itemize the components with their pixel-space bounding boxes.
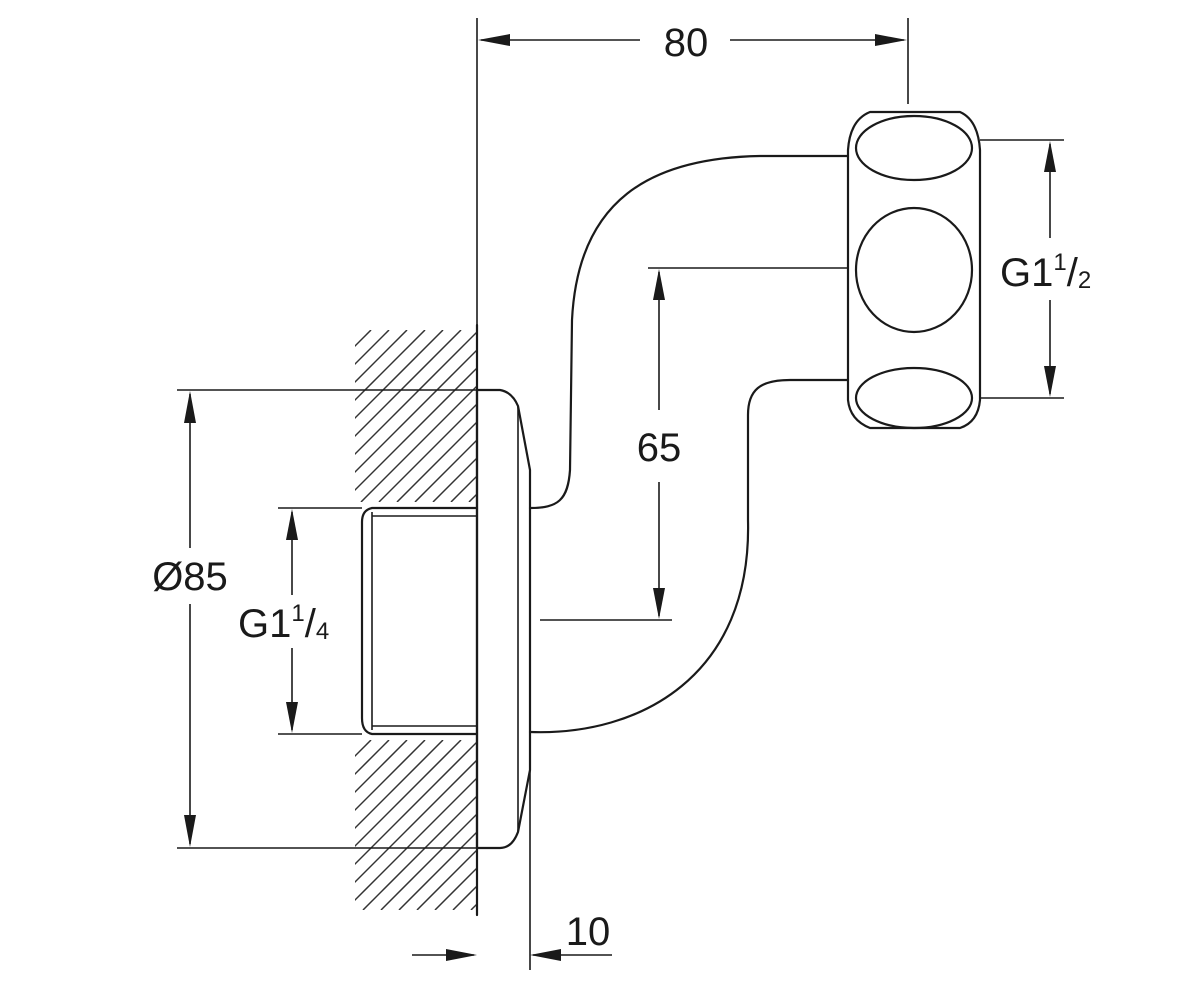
hatch-line [523, 330, 695, 502]
hatch-line [57, 740, 227, 910]
hatch-line [362, 794, 477, 910]
siphon-bend-inner [528, 378, 850, 734]
hatch-line [355, 330, 390, 366]
hatch-line [355, 330, 408, 384]
hatch-line [633, 740, 803, 910]
hatch-line [55, 330, 227, 502]
hatch-line [355, 330, 372, 348]
dimension-projection: 80 [476, 18, 909, 325]
hatch-line [355, 330, 462, 438]
dimension-rosette-diameter-label: Ø85 [152, 555, 228, 599]
hatch-line [109, 330, 281, 502]
hatch-line [525, 740, 695, 910]
hatch-line [398, 830, 477, 910]
dimension-rosette-diameter: Ø85 [152, 389, 477, 849]
hatch-line [416, 848, 477, 910]
hatch-line [355, 330, 477, 456]
hatch-line [21, 740, 191, 910]
hatch-line [0, 740, 155, 910]
hatch-line [360, 384, 477, 502]
hatch-line [489, 740, 659, 910]
hatch-line [355, 740, 477, 866]
hatch-line [631, 330, 803, 502]
siphon-bend-outer [528, 154, 850, 510]
hatch-line [355, 740, 390, 776]
dimension-outlet-thread: G11/2 [980, 139, 1091, 399]
dimension-rosette-depth: 10 [412, 770, 612, 970]
hatch-line [355, 740, 462, 848]
hatch-line [597, 740, 767, 910]
hatch-line [183, 740, 353, 910]
dimension-inlet-thread-label: G11/4 [238, 600, 329, 646]
hatch-line [73, 330, 245, 502]
hatch-line [129, 740, 299, 910]
hatch-line [0, 330, 155, 502]
hatch-line [378, 402, 477, 502]
hatch-line [651, 740, 821, 910]
hatch-line [355, 330, 444, 420]
hatch-line [468, 492, 477, 502]
hatch-line [355, 740, 444, 830]
hatch-line [91, 330, 263, 502]
hatch-line [543, 740, 713, 910]
hatch-line [19, 330, 191, 502]
hatch-line [145, 330, 317, 502]
hatch-line [3, 740, 173, 910]
hatch-line [396, 420, 477, 502]
dimension-rosette-depth-label: 10 [566, 910, 611, 954]
dimension-projection-label: 80 [664, 21, 709, 65]
hatch-line [452, 884, 477, 910]
dimension-inlet-thread: G11/4 [238, 507, 362, 735]
hatch-line [669, 740, 839, 910]
hatch-line [355, 758, 477, 884]
dimension-height-offset: 65 [540, 267, 848, 621]
hatch-line [579, 740, 749, 910]
hatch-line [147, 740, 317, 910]
hatch-line [434, 866, 477, 910]
hatch-line [649, 330, 821, 502]
union-nut-body [846, 110, 982, 430]
hatch-line [355, 366, 477, 492]
hatch-line [414, 438, 477, 502]
hatch-line [577, 330, 749, 502]
hatch-line [111, 740, 281, 910]
hatch-line [355, 776, 477, 902]
hatch-line [432, 456, 477, 502]
hatch-line [75, 740, 245, 910]
hatch-line [470, 902, 477, 910]
hatch-line [615, 740, 785, 910]
hatch-line [487, 330, 659, 502]
rosette-flange [475, 388, 532, 850]
hatch-line [559, 330, 731, 502]
union-nut-grip-middle [854, 206, 974, 334]
hatch-line [355, 348, 477, 474]
hatch-line [380, 812, 477, 910]
hatch-line [613, 330, 785, 502]
hatch-line [355, 740, 408, 794]
hatch-line [127, 330, 299, 502]
hatch-line [39, 740, 209, 910]
hatch-line [561, 740, 731, 910]
hatch-line [181, 330, 353, 502]
hatch-line [355, 330, 426, 402]
dimension-height-offset-label: 65 [637, 426, 682, 470]
hatch-line [355, 740, 372, 758]
hatch-line [93, 740, 263, 910]
hatch-line [355, 740, 426, 812]
hatch-line [667, 330, 839, 502]
inlet-spigot [360, 506, 479, 736]
hatch-line [1, 330, 173, 502]
wall-hatching-bottom [0, 740, 839, 910]
hatch-line [37, 330, 209, 502]
hatch-line [541, 330, 713, 502]
wall-hatching-top [0, 330, 839, 502]
dimension-outlet-thread-label: G11/2 [1000, 249, 1091, 295]
hatch-line [507, 740, 677, 910]
union-nut-grip-top [854, 114, 974, 182]
hatch-line [595, 330, 767, 502]
union-nut-grip-bottom [854, 366, 974, 430]
